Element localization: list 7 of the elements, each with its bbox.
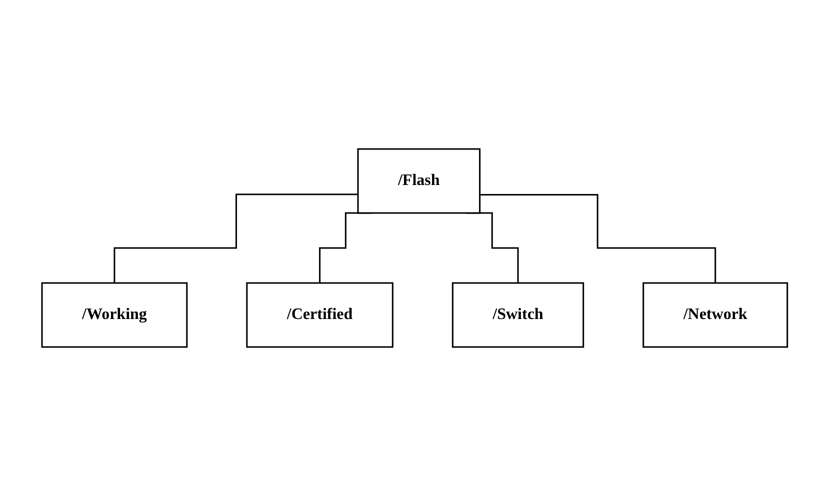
node-box: /Working [42,282,188,348]
connector [480,194,716,284]
node-box: /Network [642,282,788,348]
node-box: /Switch [452,282,584,348]
node-box: /Certified [246,282,394,348]
connector [114,193,358,284]
node-box: /Flash [358,148,481,214]
